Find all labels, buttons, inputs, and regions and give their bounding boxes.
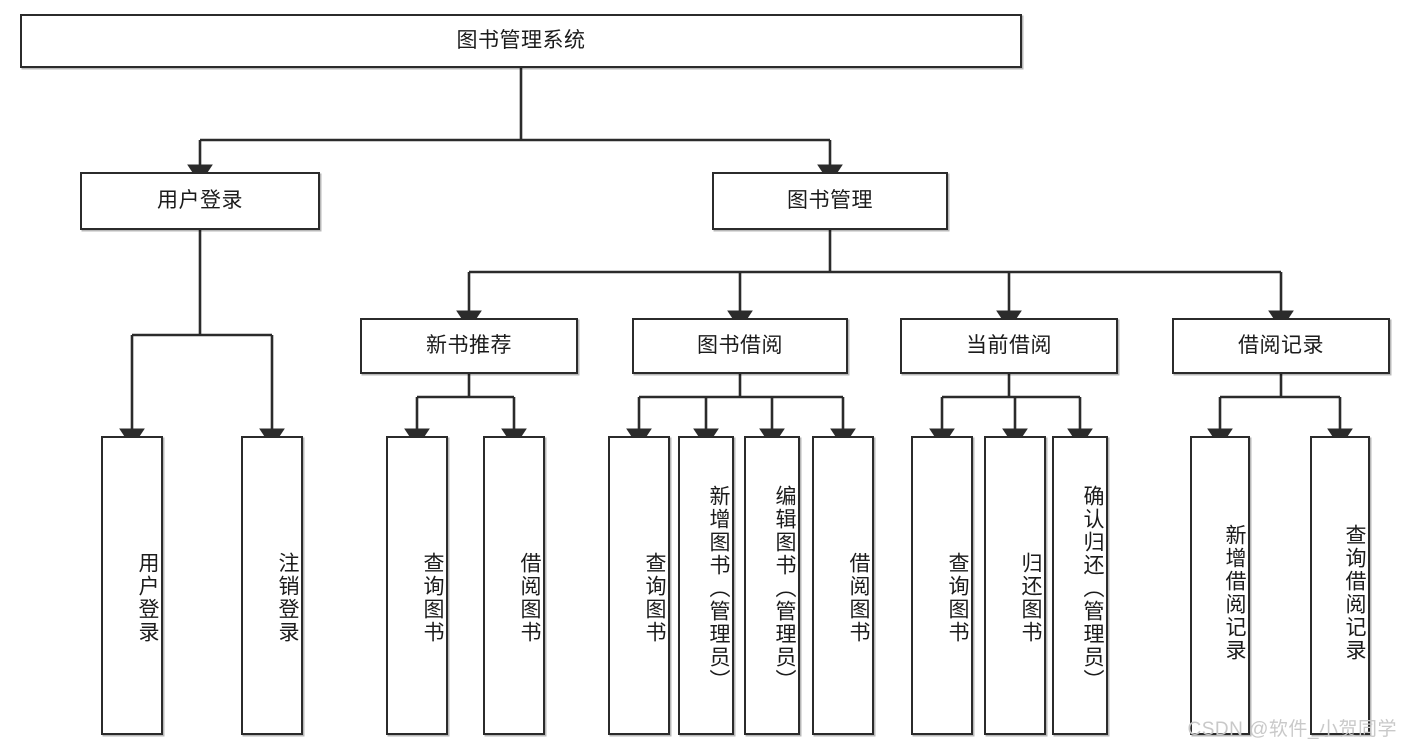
node-user-login[interactable]: 用户登录 <box>80 172 320 230</box>
node-leaf-confirm-return[interactable]: 确认归还（管理员） <box>1052 436 1108 735</box>
node-new-book-rec[interactable]: 新书推荐 <box>360 318 578 374</box>
node-borrow-record[interactable]: 借阅记录 <box>1172 318 1390 374</box>
csdn-watermark: CSDN @软件_小贺同学 <box>1187 719 1397 740</box>
node-user-login-label: 用户登录 <box>157 189 243 213</box>
node-leaf-add-record[interactable]: 新增借阅记录 <box>1190 436 1250 735</box>
node-leaf-logout[interactable]: 注销登录 <box>241 436 303 735</box>
node-leaf-borrow-book-1-label: 借阅图书 <box>518 551 541 644</box>
node-leaf-return-book-label: 归还图书 <box>1019 551 1042 644</box>
node-leaf-query-book-2[interactable]: 查询图书 <box>608 436 670 735</box>
node-new-book-rec-label: 新书推荐 <box>426 334 512 358</box>
node-leaf-query-record-label: 查询借阅记录 <box>1343 523 1366 662</box>
node-leaf-user-login-label: 用户登录 <box>136 551 159 644</box>
node-leaf-query-book-1[interactable]: 查询图书 <box>386 436 448 735</box>
node-leaf-query-book-3-label: 查询图书 <box>946 551 969 644</box>
node-book-manage[interactable]: 图书管理 <box>712 172 948 230</box>
node-root[interactable]: 图书管理系统 <box>20 14 1022 68</box>
node-leaf-return-book[interactable]: 归还图书 <box>984 436 1046 735</box>
node-leaf-add-record-label: 新增借阅记录 <box>1223 523 1246 662</box>
node-current-borrow[interactable]: 当前借阅 <box>900 318 1118 374</box>
node-leaf-user-login[interactable]: 用户登录 <box>101 436 163 735</box>
node-leaf-add-book[interactable]: 新增图书（管理员） <box>678 436 734 735</box>
node-leaf-edit-book[interactable]: 编辑图书（管理员） <box>744 436 800 735</box>
node-leaf-query-record[interactable]: 查询借阅记录 <box>1310 436 1370 735</box>
node-leaf-borrow-book-2[interactable]: 借阅图书 <box>812 436 874 735</box>
node-root-label: 图书管理系统 <box>456 29 586 53</box>
node-leaf-query-book-3[interactable]: 查询图书 <box>911 436 973 735</box>
node-borrow-record-label: 借阅记录 <box>1238 334 1324 358</box>
node-leaf-query-book-2-label: 查询图书 <box>643 551 666 644</box>
node-book-borrow[interactable]: 图书借阅 <box>632 318 848 374</box>
node-leaf-borrow-book-2-label: 借阅图书 <box>847 551 870 644</box>
node-leaf-add-book-label: 新增图书（管理员） <box>707 485 730 692</box>
node-leaf-logout-label: 注销登录 <box>276 551 299 644</box>
node-book-borrow-label: 图书借阅 <box>697 334 783 358</box>
node-book-manage-label: 图书管理 <box>787 189 873 213</box>
node-current-borrow-label: 当前借阅 <box>966 334 1052 358</box>
node-leaf-confirm-return-label: 确认归还（管理员） <box>1081 485 1104 692</box>
node-leaf-borrow-book-1[interactable]: 借阅图书 <box>483 436 545 735</box>
node-leaf-edit-book-label: 编辑图书（管理员） <box>773 485 796 692</box>
node-leaf-query-book-1-label: 查询图书 <box>421 551 444 644</box>
